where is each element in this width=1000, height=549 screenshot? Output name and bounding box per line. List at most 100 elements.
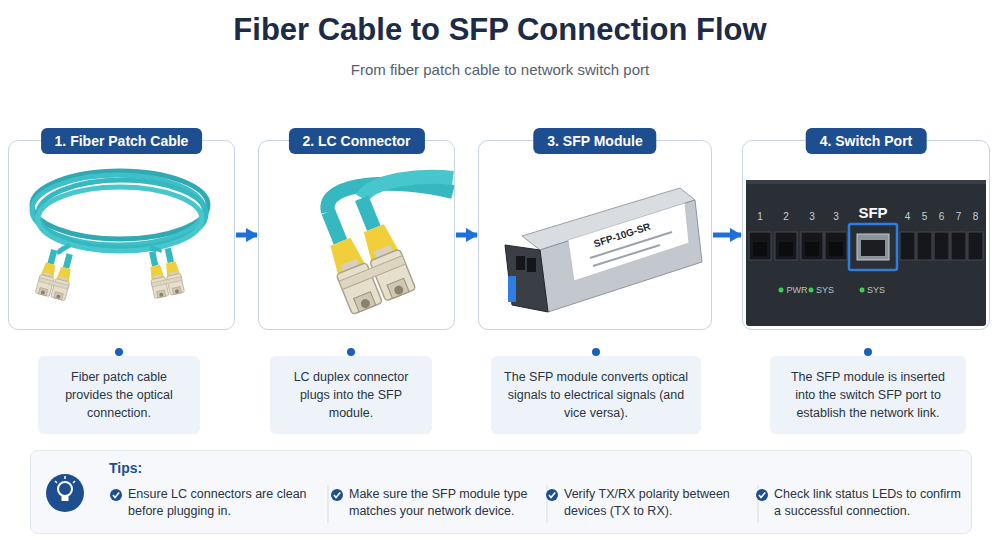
panel-box: 3. SFP Module bbox=[478, 140, 712, 330]
network-switch-part bbox=[857, 234, 889, 260]
port-number: 1 bbox=[757, 211, 763, 222]
sfp-module bbox=[505, 188, 702, 312]
lightbulb-icon bbox=[58, 482, 72, 496]
sfp-module-part bbox=[540, 200, 702, 312]
panel-box: 1. Fiber Patch Cable bbox=[8, 140, 235, 330]
network-switch-part bbox=[809, 288, 814, 293]
step-heading: 2. LC Connector bbox=[288, 128, 424, 154]
lightbulb-ray bbox=[64, 476, 66, 479]
network-switch-part bbox=[825, 232, 847, 260]
fiber-cable-coil bbox=[32, 171, 208, 301]
tips-heading: Tips: bbox=[109, 460, 142, 476]
tip-separator bbox=[547, 485, 548, 523]
sfp-port-label: SFP bbox=[858, 204, 887, 221]
step-description: LC duplex connector plugs into the SFP m… bbox=[280, 368, 422, 422]
sfp-module-part bbox=[516, 256, 525, 270]
tip-separator bbox=[328, 485, 329, 523]
check-icon bbox=[546, 489, 558, 501]
tips-box: Tips: Ensure LC connectors are clean befo… bbox=[30, 450, 972, 534]
step-heading: 4. Switch Port bbox=[806, 128, 927, 154]
desc-box: The SFP module is inserted into the swit… bbox=[770, 356, 966, 434]
lc-connector-closeup bbox=[313, 177, 453, 315]
network-switch-part bbox=[805, 242, 819, 256]
description-dots-part bbox=[115, 348, 123, 356]
port-number: 8 bbox=[973, 211, 979, 222]
network-switch-part bbox=[746, 180, 986, 184]
fiber-cable-coil-part bbox=[35, 248, 76, 301]
step-heading: 3. SFP Module bbox=[533, 128, 656, 154]
tip-item: Ensure LC connectors are clean before pl… bbox=[128, 486, 313, 520]
fiber-cable-coil-part bbox=[38, 187, 202, 251]
lightbulb-icon bbox=[62, 496, 69, 501]
fiber-cable-coil-part bbox=[59, 245, 70, 254]
lightbulb-badge bbox=[46, 474, 84, 512]
lightbulb-ray bbox=[73, 481, 75, 483]
flow-arrow bbox=[456, 233, 477, 238]
desc-box: The SFP module converts optical signals … bbox=[491, 356, 701, 434]
tip-item: Make sure the SFP module type matches yo… bbox=[349, 486, 531, 520]
port-number: 6 bbox=[939, 211, 945, 222]
network-switch-part bbox=[801, 232, 823, 260]
description-dots-part bbox=[864, 348, 872, 356]
port-number: 5 bbox=[922, 211, 928, 222]
network-switch-part bbox=[779, 288, 784, 293]
fiber-cable-coil-part bbox=[145, 247, 184, 299]
diagram-caption: From fiber patch cable to network switch… bbox=[0, 61, 1000, 78]
lc-connector-closeup-part bbox=[313, 192, 416, 314]
desc-box: Fiber patch cable provides the optical c… bbox=[38, 356, 200, 434]
network-switch-part bbox=[746, 180, 986, 326]
step-description: The SFP module converts optical signals … bbox=[501, 368, 691, 422]
network-switch-part bbox=[749, 232, 771, 260]
lightbulb-ray bbox=[55, 481, 57, 483]
tip-item: Check link status LEDs to confirm a succ… bbox=[774, 486, 966, 520]
network-switch-part bbox=[951, 232, 966, 260]
led-label: SYS bbox=[867, 285, 885, 295]
network-switch-part bbox=[860, 288, 865, 293]
flow-arrow bbox=[236, 233, 257, 238]
description-dots-part bbox=[592, 348, 600, 356]
network-switch bbox=[746, 180, 986, 326]
description-dots-part bbox=[347, 348, 355, 356]
sfp-module-part bbox=[568, 203, 689, 281]
step-description: The SFP module is inserted into the swit… bbox=[780, 368, 956, 422]
panel-box: 2. LC Connector bbox=[258, 140, 455, 330]
check-mark bbox=[334, 493, 340, 498]
desc-box: LC duplex connector plugs into the SFP m… bbox=[270, 356, 432, 434]
description-dots bbox=[115, 348, 872, 356]
sfp-module-part bbox=[593, 245, 660, 266]
flow-arrow bbox=[713, 233, 741, 238]
check-mark bbox=[113, 493, 119, 498]
lc-connector-closeup-part bbox=[362, 177, 453, 198]
port-number: 3 bbox=[809, 211, 815, 222]
step-description: Fiber patch cable provides the optical c… bbox=[48, 368, 190, 422]
network-switch-part bbox=[861, 240, 885, 256]
diagram-title: Fiber Cable to SFP Connection Flow bbox=[0, 12, 1000, 48]
check-mark bbox=[759, 493, 765, 498]
port-number: 7 bbox=[956, 211, 962, 222]
port-number: 4 bbox=[905, 211, 911, 222]
port-number: 2 bbox=[783, 211, 789, 222]
network-switch-part bbox=[968, 232, 983, 260]
panel-box: 4. Switch Port bbox=[742, 140, 990, 330]
check-icon bbox=[110, 489, 122, 501]
network-switch-part bbox=[934, 232, 949, 260]
tip-item: Verify TX/RX polarity between devices (T… bbox=[564, 486, 739, 520]
network-switch-part bbox=[829, 242, 843, 256]
network-switch-part bbox=[753, 242, 767, 256]
network-switch-part bbox=[775, 232, 797, 260]
network-switch-part bbox=[917, 232, 932, 260]
check-icon bbox=[756, 489, 768, 501]
led-label: SYS bbox=[816, 285, 834, 295]
check-icon bbox=[331, 489, 343, 501]
step-heading: 1. Fiber Patch Cable bbox=[41, 128, 203, 154]
sfp-module-part bbox=[505, 245, 548, 312]
check-mark bbox=[549, 493, 555, 498]
port-number: 3 bbox=[833, 211, 839, 222]
network-switch-part bbox=[900, 232, 915, 260]
network-switch-part bbox=[779, 242, 793, 256]
sfp-module-part bbox=[527, 258, 536, 272]
sfp-module-part bbox=[508, 276, 516, 302]
led-label: PWR bbox=[787, 285, 808, 295]
network-switch-part bbox=[849, 224, 897, 270]
